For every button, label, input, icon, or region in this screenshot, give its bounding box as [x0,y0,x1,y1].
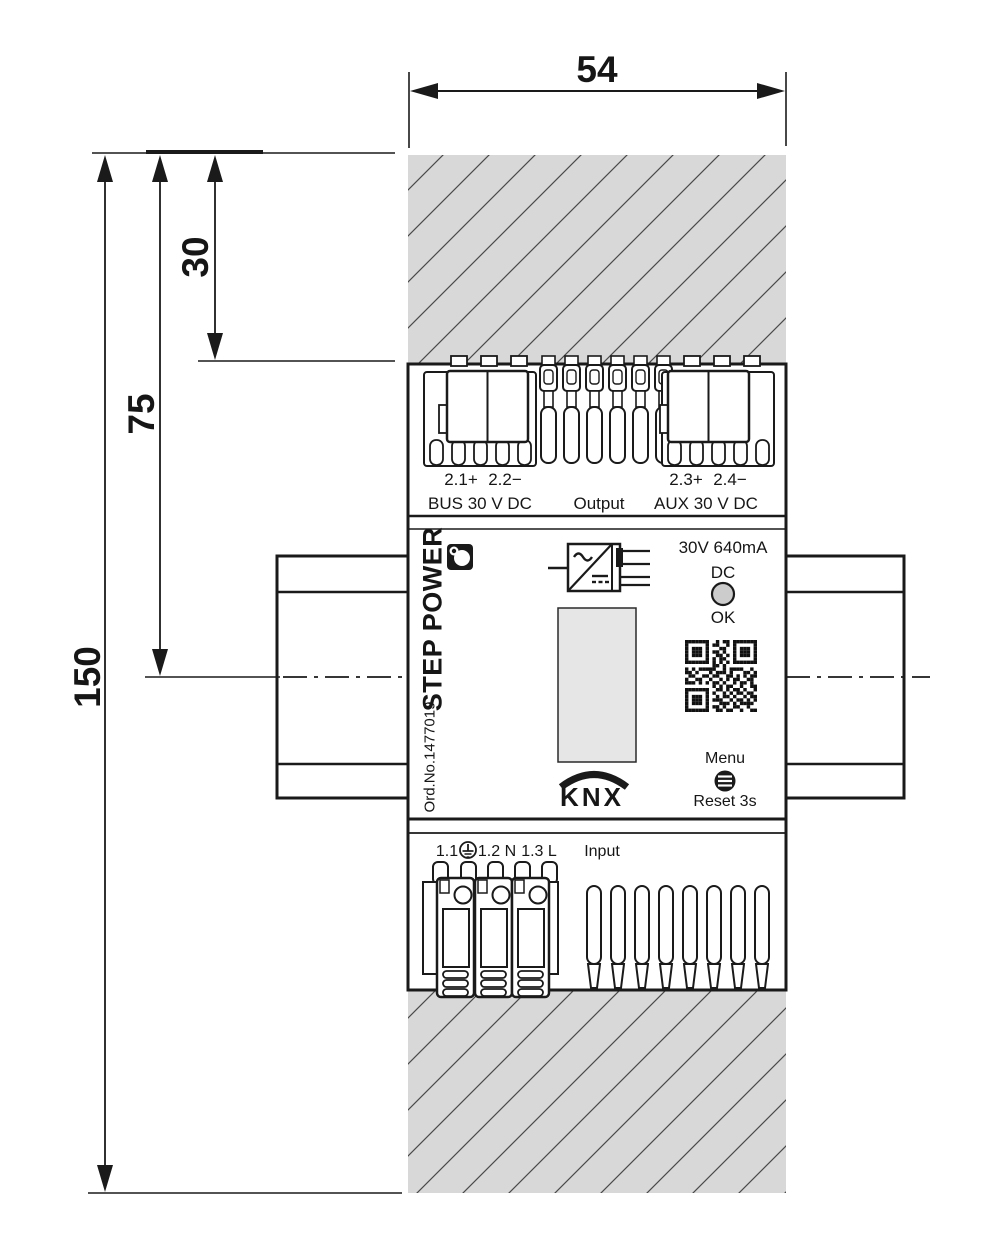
dimension-height-150: 150 [67,155,113,1192]
output-label: Output [573,494,624,513]
order-number: Ord.No.1477019 [421,702,438,813]
dimension-top-30: 30 [175,155,223,360]
bus-label: BUS 30 V DC [428,494,532,513]
bus-terminal-2-label: 2.2− [488,470,522,489]
dim-30-value: 30 [175,236,216,277]
dimension-center-75: 75 [121,155,168,676]
dc-ok-led: DC OK [711,563,736,627]
rating-text: 30V 640mA [679,538,768,557]
qr-code [685,640,757,712]
aux-label: AUX 30 V DC [654,494,758,513]
knx-logo: KNX [558,771,630,812]
earth-icon [459,841,477,859]
panel-hatch [408,155,786,1193]
converter-symbol-icon [548,542,650,593]
dim-150-value: 150 [67,646,108,708]
aux-terminal-2-label: 2.4− [713,470,747,489]
extension-lines [88,150,402,1194]
led-label-ok: OK [711,608,736,627]
hatch-bottom-band [408,990,786,1193]
arrowhead-left [410,83,438,99]
aux-terminal-1-label: 2.3+ [669,470,703,489]
hatch-top-band [408,155,786,363]
led-indicator [710,581,736,607]
input-vents [586,885,770,989]
aux-connector [659,355,775,467]
dim-width-value: 54 [576,49,618,90]
dimension-width-54: 54 [408,49,787,148]
input-terminal-3-label: 1.3 L [521,843,557,860]
brand-text: STEP POWER [417,527,447,712]
led-label-dc: DC [711,563,736,582]
input-terminal-1-label: 1.1 [436,843,458,860]
bus-terminal-1-label: 2.1+ [444,470,478,489]
input-plug-pe [435,876,476,999]
bus-connector [423,355,537,467]
input-plug-l [510,876,551,999]
reset-label: Reset 3s [693,793,756,810]
device-body: 2.1+ 2.2− BUS 30 V DC Output 2.3+ 2.4− A… [406,355,788,999]
phoenix-logo-icon [447,544,473,570]
input-label: Input [584,843,620,860]
menu-label: Menu [705,750,745,767]
label-field [557,607,637,763]
input-terminal-2-label: 1.2 N [478,843,516,860]
dim-75-value: 75 [121,393,162,434]
arrowhead-right [757,83,785,99]
menu-reset-control: Menu Reset 3s [693,750,756,810]
input-plug-n [473,876,514,999]
input-terminal-block [422,861,559,999]
knx-text: KNX [560,782,624,812]
